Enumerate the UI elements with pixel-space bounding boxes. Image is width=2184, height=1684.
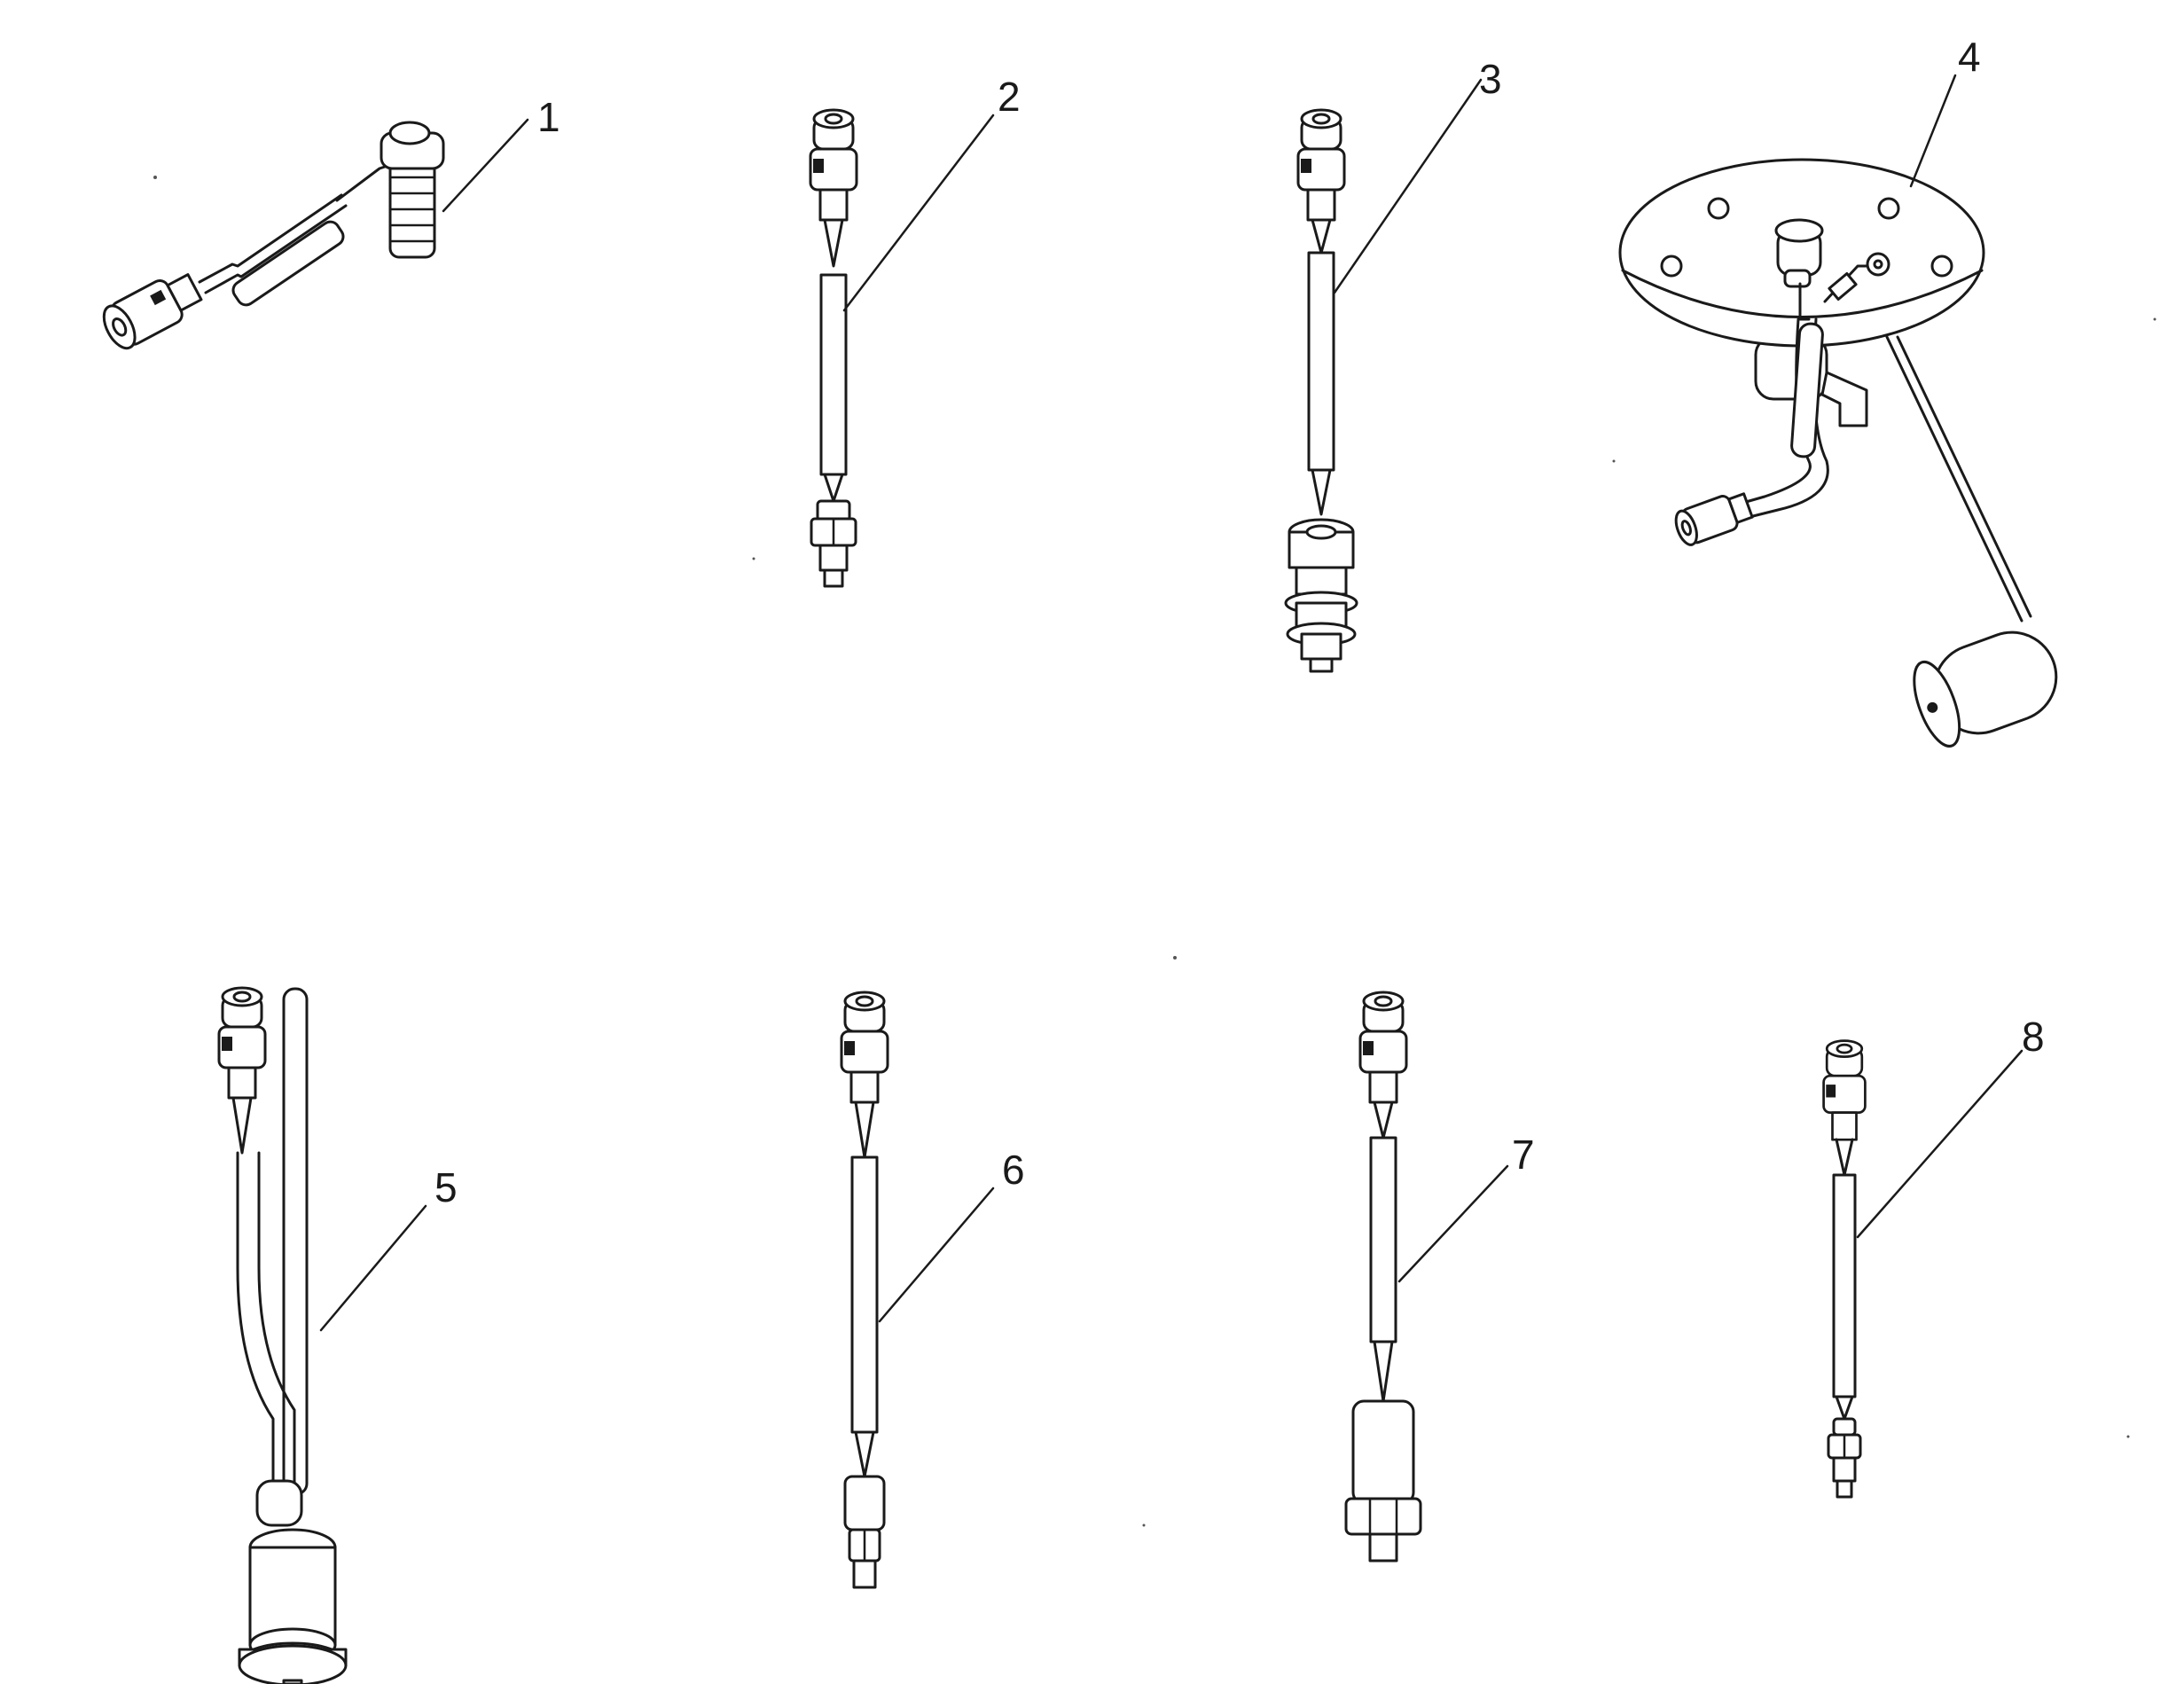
part-7-sender: 7 xyxy=(1344,991,1535,1563)
callout-8: 8 xyxy=(2022,1014,2045,1060)
part-5-pressure-sender: 5 xyxy=(217,986,458,1684)
part-8-sender: 8 xyxy=(1822,1014,2045,1499)
part-2-sender: 2 xyxy=(809,74,1021,588)
part-6-sender: 6 xyxy=(840,991,1025,1589)
callout-3: 3 xyxy=(1479,56,1502,102)
callout-2: 2 xyxy=(998,74,1021,120)
part-4-fuel-level-sender: 4 xyxy=(1618,34,2058,748)
part-3-sender: 3 xyxy=(1284,56,1502,673)
scan-specks xyxy=(153,176,2157,1527)
callout-5: 5 xyxy=(434,1164,458,1210)
callout-7: 7 xyxy=(1512,1132,1535,1178)
callout-1: 1 xyxy=(537,94,560,140)
callout-4: 4 xyxy=(1958,34,1981,80)
part-1-sensor: 1 xyxy=(102,94,560,350)
callout-6: 6 xyxy=(1002,1147,1025,1193)
